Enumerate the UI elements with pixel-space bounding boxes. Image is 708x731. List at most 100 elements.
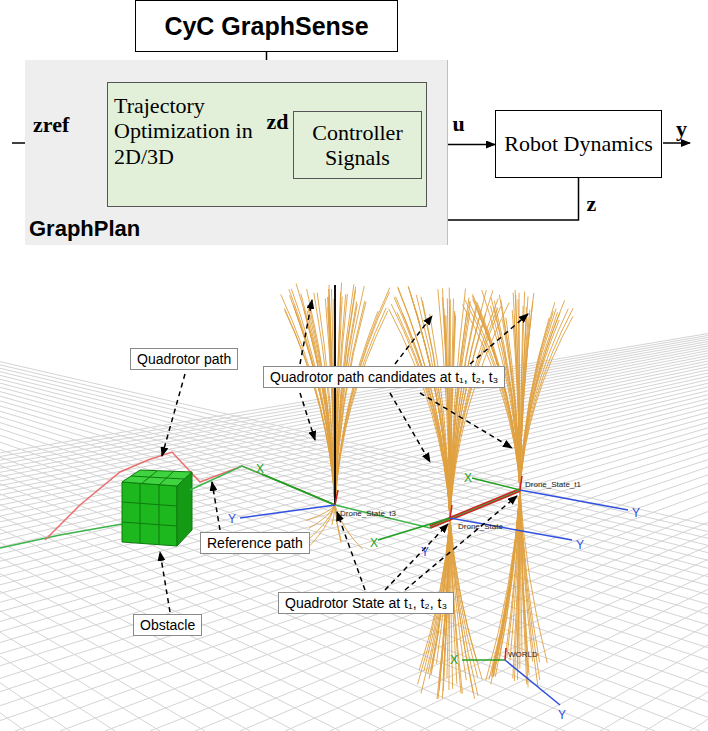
grid-line <box>0 268 708 731</box>
grid-line <box>285 268 708 731</box>
grid-line <box>0 268 475 731</box>
grid-line <box>0 268 70 731</box>
grid-line <box>0 268 708 731</box>
grid-line <box>0 268 708 731</box>
grid-line <box>375 268 708 731</box>
grid-line <box>240 268 708 731</box>
candidate-strand <box>403 313 451 518</box>
node-text: Quadrotor path <box>137 351 231 367</box>
grid-line <box>0 268 708 731</box>
candidate-strand <box>409 287 450 518</box>
candidate-strand <box>520 300 565 490</box>
grid-line <box>0 268 708 731</box>
candidate-strand <box>450 299 498 519</box>
node-text: Quadrotor State at t₁, t₂, t₃ <box>285 595 447 611</box>
grid-line <box>105 268 708 731</box>
candidate-strand <box>296 284 335 506</box>
grid-line <box>0 268 708 731</box>
candidate-strand <box>289 289 335 505</box>
callout-box: Obstacle <box>133 614 202 636</box>
grid-line <box>0 268 610 731</box>
axis-label: X <box>370 536 378 550</box>
candidate-strand <box>520 313 560 491</box>
candidate-strand <box>394 297 450 518</box>
grid-line <box>420 268 708 731</box>
grid-line <box>0 268 708 731</box>
process-box: Controller Signals <box>293 111 422 179</box>
callout-box: Quadrotor path <box>130 348 238 370</box>
grid-line <box>0 268 708 731</box>
state-axes <box>240 474 628 705</box>
grid-line <box>330 268 708 731</box>
candidate-strand <box>450 290 493 518</box>
grid-line <box>0 268 708 731</box>
output-arrow <box>663 142 690 144</box>
grid-line <box>0 268 708 731</box>
axis-label: Y <box>421 545 429 559</box>
state-bar <box>430 490 520 527</box>
grid-line <box>0 268 708 731</box>
axis-label: Y <box>576 538 584 552</box>
candidate-strand <box>446 316 450 518</box>
grid-line <box>0 268 708 731</box>
candidate-strand <box>520 317 528 490</box>
callout-box: Reference path <box>200 532 310 554</box>
axis-label: X <box>256 462 264 476</box>
grid-line <box>0 268 708 731</box>
module-box: CyC GraphSense <box>135 0 398 52</box>
state-bar <box>430 490 520 527</box>
grid-line <box>0 268 708 731</box>
process-box: Trajectory Optimization in 2D/3DControll… <box>107 82 427 207</box>
candidate-strand <box>335 301 357 505</box>
grid-line <box>0 268 520 731</box>
candidate-strand <box>450 290 486 518</box>
floor-grid <box>0 268 708 731</box>
grid-line <box>0 268 708 731</box>
grid-line <box>0 268 708 731</box>
candidate-strand <box>492 490 520 672</box>
candidate-strand <box>398 288 450 518</box>
grid-line <box>0 268 708 731</box>
candidate-strand <box>450 518 478 696</box>
grid-line <box>0 268 708 731</box>
grid-line <box>0 268 708 731</box>
selected-candidate <box>334 285 336 505</box>
candidate-strand <box>520 308 573 490</box>
grid-line <box>600 268 708 731</box>
grid-line <box>0 268 708 731</box>
grid-line <box>0 268 708 731</box>
signal-name: zref <box>33 112 69 138</box>
grid-line <box>0 268 708 731</box>
axis-label: X <box>464 471 472 485</box>
grid-line <box>0 268 708 731</box>
grid-line <box>0 268 708 731</box>
grid-line <box>150 268 708 731</box>
grid-line <box>0 268 708 731</box>
candidate-strand <box>499 490 520 661</box>
grid-line <box>0 268 708 731</box>
candidate-strand <box>335 304 357 505</box>
grid-line <box>0 268 708 731</box>
grid-line <box>0 268 708 731</box>
grid-line <box>0 268 708 731</box>
node-text: Robot Dynamics <box>500 131 657 156</box>
candidate-strand <box>477 302 520 490</box>
grid-line <box>195 268 708 731</box>
candidate-strand <box>290 295 336 505</box>
reference-path <box>0 524 122 548</box>
signal-name: zd <box>267 109 289 135</box>
grid-line <box>0 268 708 731</box>
grid-line <box>0 268 385 731</box>
candidate-strand <box>335 283 342 505</box>
candidate-strand <box>482 290 520 490</box>
signal-name: u <box>453 111 465 137</box>
grid-line <box>0 268 708 731</box>
axis-label: Y <box>228 512 236 526</box>
node-text: Reference path <box>207 535 303 551</box>
grid-line <box>0 268 565 731</box>
node-text: Controller Signals <box>294 120 421 171</box>
grid-line <box>0 268 708 731</box>
grid-line <box>0 268 708 731</box>
candidate-strand <box>307 311 335 505</box>
